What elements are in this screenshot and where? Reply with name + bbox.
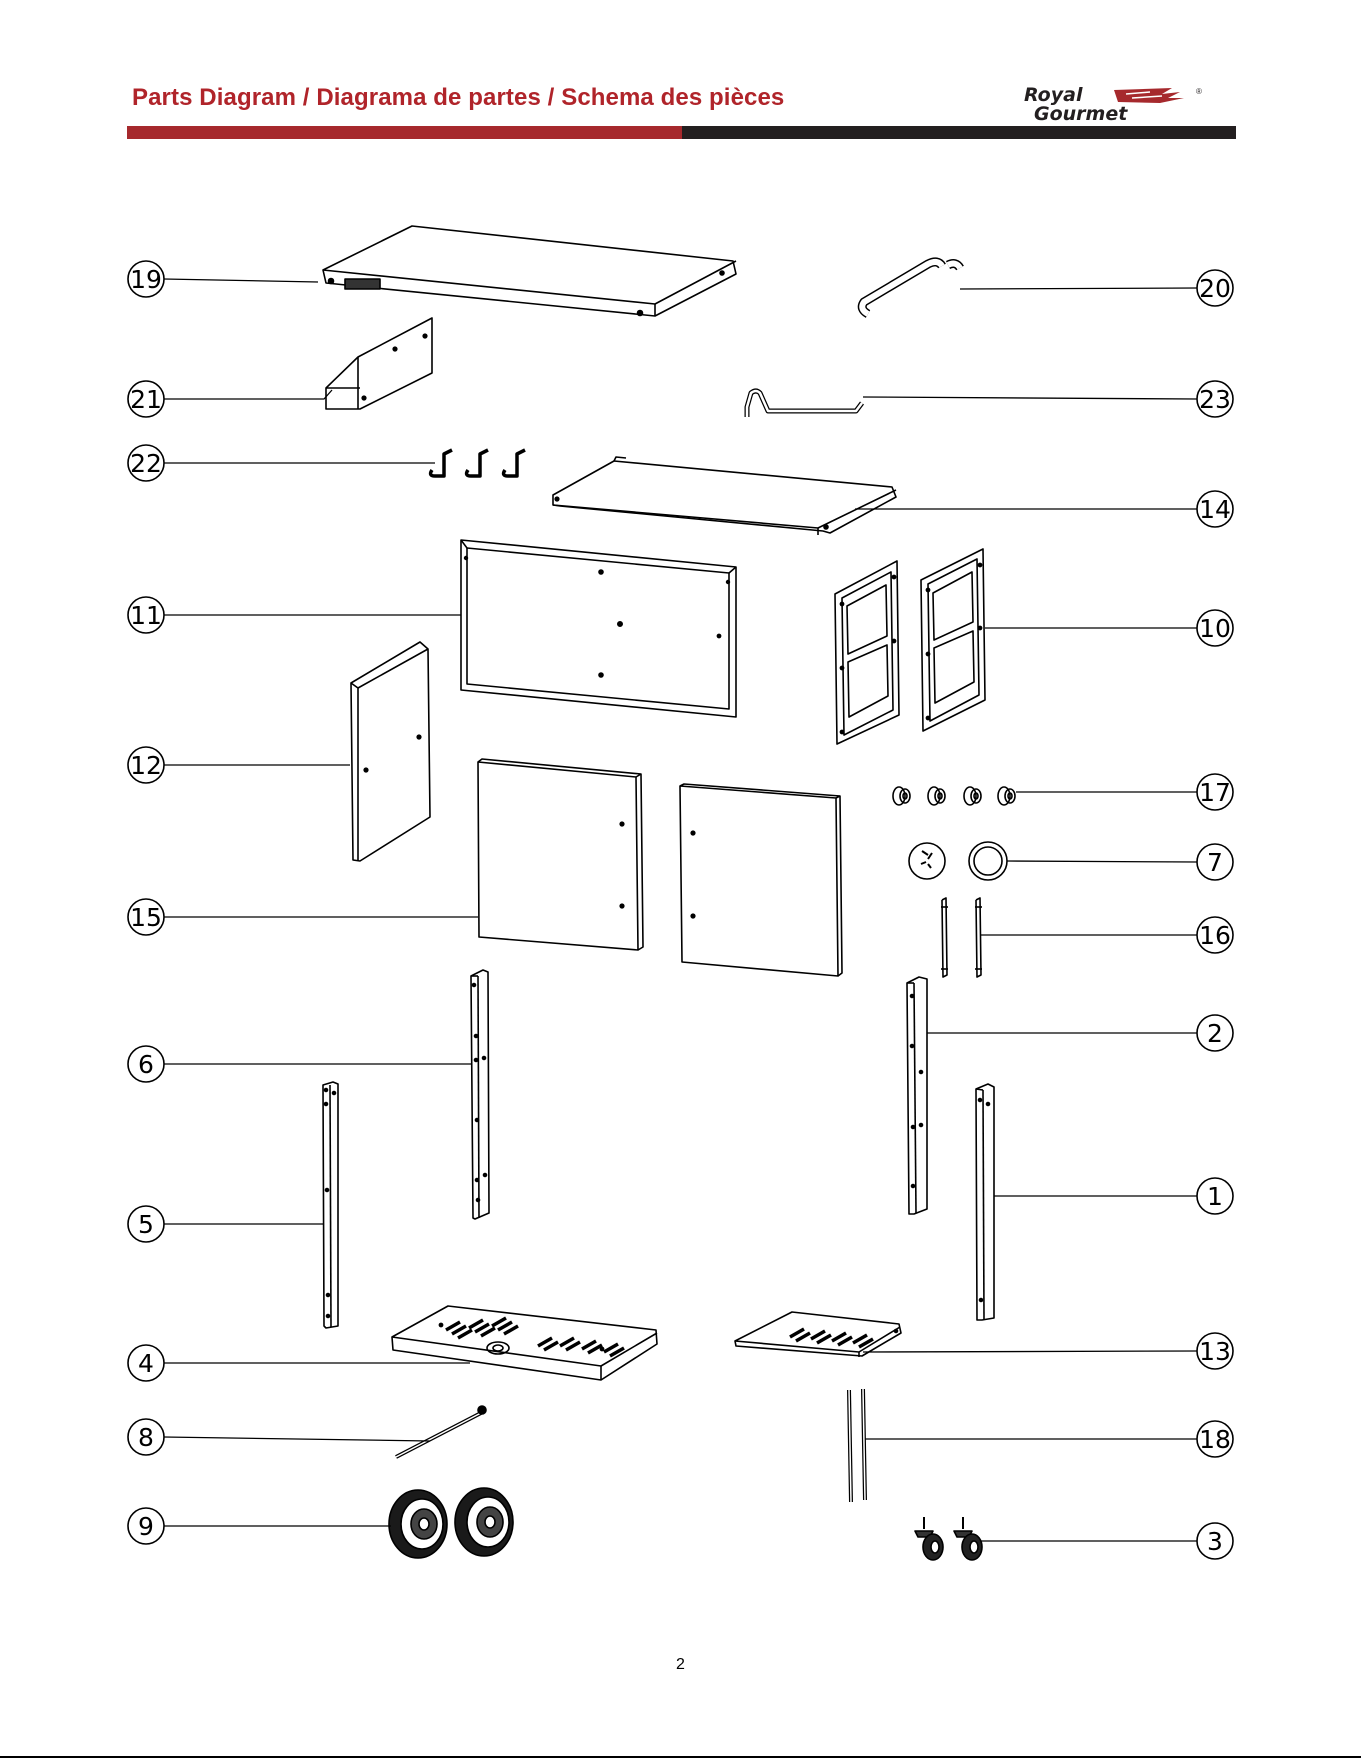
part-10-side-panels xyxy=(835,549,985,744)
callout-12: 12 xyxy=(128,747,164,783)
part-13-small-shelf xyxy=(735,1312,901,1357)
svg-text:17: 17 xyxy=(1199,778,1231,807)
svg-text:14: 14 xyxy=(1199,495,1231,524)
svg-text:5: 5 xyxy=(138,1210,154,1239)
part-6-leg xyxy=(471,970,489,1219)
callout-4: 4 xyxy=(128,1345,164,1381)
svg-text:10: 10 xyxy=(1199,614,1231,643)
callout-9: 9 xyxy=(128,1508,164,1544)
part-2-leg xyxy=(907,977,927,1214)
svg-text:1: 1 xyxy=(1207,1182,1223,1211)
part-23-hook-rod xyxy=(747,391,862,417)
svg-text:8: 8 xyxy=(138,1423,154,1452)
bottom-rule xyxy=(0,1756,1361,1758)
svg-text:7: 7 xyxy=(1207,848,1223,877)
callout-5: 5 xyxy=(128,1206,164,1242)
part-17-grommets xyxy=(893,787,1015,805)
callout-13: 13 xyxy=(1197,1333,1233,1369)
part-15-doors xyxy=(478,759,842,976)
svg-text:18: 18 xyxy=(1199,1425,1231,1454)
svg-text:6: 6 xyxy=(138,1050,154,1079)
callout-16: 16 xyxy=(1197,917,1233,953)
svg-text:13: 13 xyxy=(1199,1337,1231,1366)
callout-1: 1 xyxy=(1197,1178,1233,1214)
svg-text:16: 16 xyxy=(1199,921,1231,950)
callout-8: 8 xyxy=(128,1419,164,1455)
part-20-handle xyxy=(862,262,960,314)
part-16-strips xyxy=(941,898,982,977)
page-number: 2 xyxy=(0,1656,1361,1674)
part-18-rods xyxy=(849,1389,865,1502)
svg-text:19: 19 xyxy=(130,265,162,294)
callout-19: 19 xyxy=(128,261,164,297)
svg-text:11: 11 xyxy=(130,601,162,630)
part-12-side-door xyxy=(351,642,430,861)
svg-text:21: 21 xyxy=(130,385,162,414)
callout-20: 20 xyxy=(1197,270,1233,306)
svg-text:15: 15 xyxy=(130,903,162,932)
callout-23: 23 xyxy=(1197,381,1233,417)
part-8-axle xyxy=(396,1406,486,1457)
callout-11: 11 xyxy=(128,597,164,633)
part-14-upper-shelf xyxy=(553,457,896,535)
callout-22: 22 xyxy=(128,445,164,481)
callout-3: 3 xyxy=(1197,1523,1233,1559)
callout-7: 7 xyxy=(1197,844,1233,880)
part-3-casters xyxy=(915,1517,982,1560)
callout-15: 15 xyxy=(128,899,164,935)
part-9-wheels xyxy=(389,1488,513,1558)
svg-text:9: 9 xyxy=(138,1512,154,1541)
svg-text:23: 23 xyxy=(1199,385,1231,414)
svg-text:2: 2 xyxy=(1207,1019,1223,1048)
svg-text:3: 3 xyxy=(1207,1527,1223,1556)
part-5-leg xyxy=(323,1082,338,1328)
part-19-side-shelf xyxy=(323,226,736,316)
part-22-hooks xyxy=(431,450,525,476)
callout-17: 17 xyxy=(1197,774,1233,810)
part-21-bracket xyxy=(326,318,432,409)
part-7-bezel-ring xyxy=(909,842,1007,880)
callout-10: 10 xyxy=(1197,610,1233,646)
svg-text:12: 12 xyxy=(130,751,162,780)
callout-2: 2 xyxy=(1197,1015,1233,1051)
part-11-back-panel xyxy=(461,540,736,717)
callout-21: 21 xyxy=(128,381,164,417)
svg-text:22: 22 xyxy=(130,449,162,478)
svg-text:4: 4 xyxy=(138,1349,154,1378)
callout-18: 18 xyxy=(1197,1421,1233,1457)
svg-text:20: 20 xyxy=(1199,274,1231,303)
callout-14: 14 xyxy=(1197,491,1233,527)
callout-6: 6 xyxy=(128,1046,164,1082)
part-1-leg xyxy=(976,1084,994,1320)
